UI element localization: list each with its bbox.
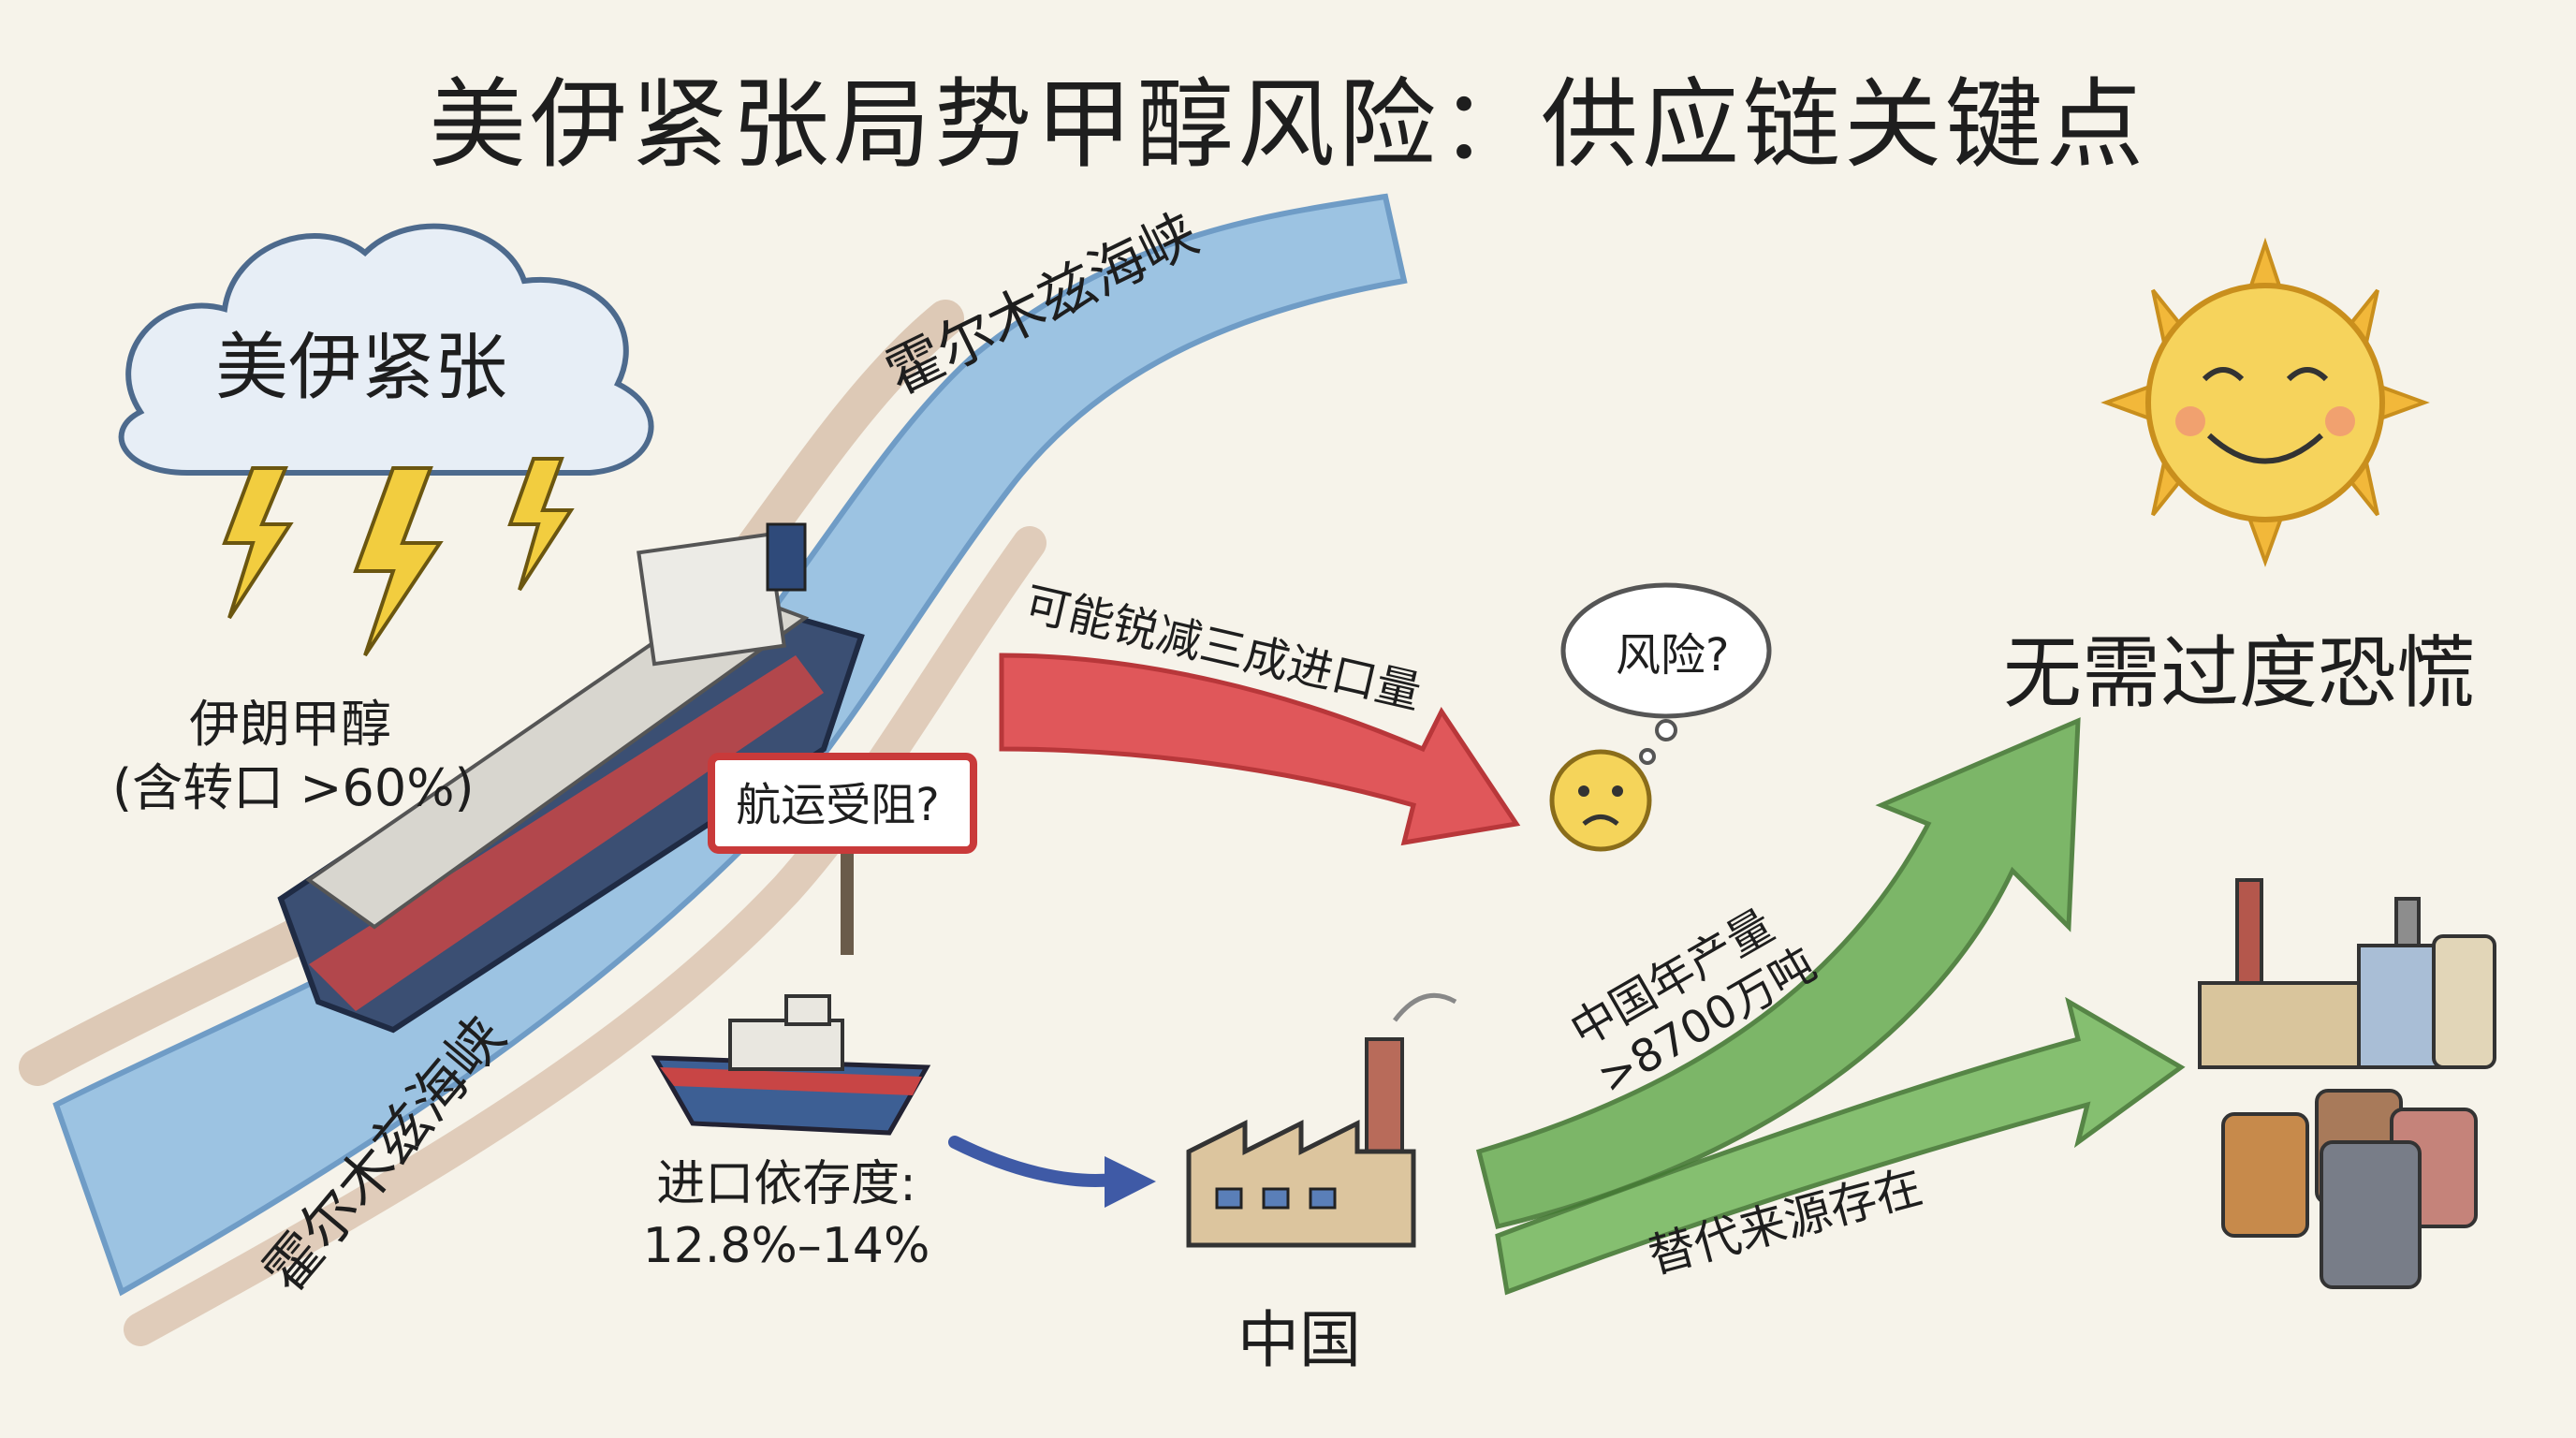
risk-label: 风险? <box>1616 629 1730 682</box>
import-arrow <box>948 1136 1156 1208</box>
oil-barrel-icon <box>2221 1089 2478 1289</box>
china-label: 中国 <box>1237 1304 1361 1376</box>
tension-label: 美伊紧张 <box>215 326 508 410</box>
iran-methanol-line1: 伊朗甲醇 <box>189 695 391 754</box>
iran-methanol-line2: (含转口 >60%) <box>112 758 475 817</box>
lightning-icon <box>222 457 575 657</box>
green-arrow-right <box>1495 996 2186 1296</box>
green-arrow-up <box>1475 717 2081 1230</box>
storm-cloud-icon <box>118 223 654 476</box>
thought-bubble-icon <box>1560 582 1772 765</box>
import-dependency-label: 进口依存度: 12.8%–14% <box>627 1153 945 1277</box>
page-title: 美伊紧张局势甲醇风险：供应链关键点 <box>428 67 2147 182</box>
shore-lower <box>124 526 1046 1346</box>
warning-sign-icon <box>708 753 977 955</box>
import-cut-arrow <box>999 653 1521 846</box>
no-panic-label: 无需过度恐慌 <box>2003 627 2476 719</box>
factory-icon <box>1186 992 1457 1248</box>
import-dependency-line2: 12.8%–14% <box>642 1218 930 1274</box>
worried-face-icon <box>1549 749 1652 852</box>
smiling-sun-icon <box>2100 237 2430 567</box>
import-dependency-line1: 进口依存度: <box>656 1156 916 1212</box>
sign-text: 航运受阻? <box>736 779 940 831</box>
industrial-plant-icon <box>2198 878 2496 1069</box>
tanker-ship-icon <box>277 522 865 1034</box>
small-boat-icon <box>651 994 931 1136</box>
iran-methanol-label: 伊朗甲醇 (含转口 >60%) <box>112 693 475 820</box>
